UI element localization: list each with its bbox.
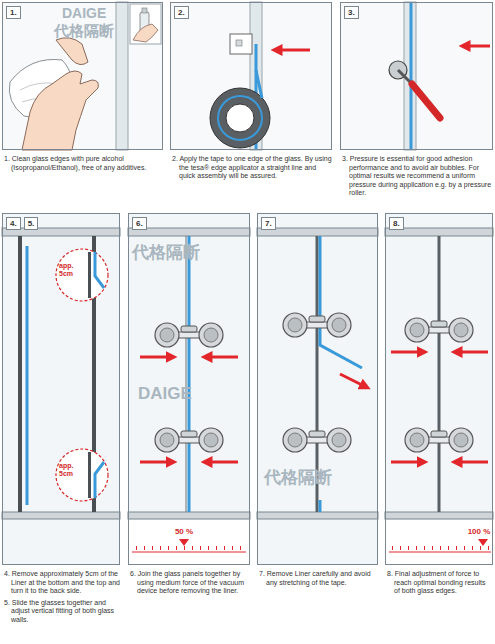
step-caption: 5. Slide the glasses together and adjust… <box>4 599 122 625</box>
step-caption-block: 8. Final adjustment of force to reach op… <box>387 570 493 599</box>
step-caption: 3. Pressure is essential for good adhesi… <box>342 155 493 198</box>
step-panel: 7.7. Remove Liner carefully and avoid an… <box>257 213 378 565</box>
dimension-label: app. 5cm <box>59 462 85 478</box>
step-caption-block: 6. Join the glass panels together by usi… <box>130 570 252 599</box>
step-caption-block: 7. Remove Liner carefully and avoid any … <box>259 570 380 590</box>
step-caption: 8. Final adjustment of force to reach op… <box>387 570 493 596</box>
step-caption-block: 1. Clean glass edges with pure alcohol (… <box>4 155 162 175</box>
step-panel: 8.8. Final adjustment of force to reach … <box>385 213 493 565</box>
step-caption-block: 4. Remove approximately 5cm of the Liner… <box>4 570 122 627</box>
step-caption: 6. Join the glass panels together by usi… <box>130 570 252 596</box>
step-caption: 1. Clean glass edges with pure alcohol (… <box>4 155 162 172</box>
step-number: 7. <box>261 217 276 230</box>
step-number: 8. <box>389 217 404 230</box>
step-caption: 4. Remove approximately 5cm of the Liner… <box>4 570 122 596</box>
step-number: 4. <box>6 217 21 230</box>
step-caption-block: 2. Apply the tape to one edge of the gla… <box>172 155 332 184</box>
step-panel: 2.2. Apply the tape to one edge of the g… <box>170 2 332 150</box>
watermark: DAIGE <box>62 5 122 21</box>
force-percentage: 50 % <box>168 527 200 536</box>
dimension-label: app. 5cm <box>59 262 85 278</box>
step-caption: 2. Apply the tape to one edge of the gla… <box>172 155 332 181</box>
watermark: 代格隔断 <box>264 468 344 488</box>
step-number: 2. <box>174 6 189 19</box>
watermark: DAIGE <box>138 384 202 404</box>
step-number: 5. <box>24 217 39 230</box>
watermark: 代格隔断 <box>54 22 124 39</box>
step-number: 1. <box>6 6 21 19</box>
step-caption-block: 3. Pressure is essential for good adhesi… <box>342 155 493 201</box>
step-number: 6. <box>132 217 147 230</box>
step-panel: 3.3. Pressure is essential for good adhe… <box>340 2 493 150</box>
step-number: 3. <box>344 6 359 19</box>
watermark: 代格隔断 <box>132 243 212 263</box>
force-percentage: 100 % <box>464 527 494 536</box>
step-caption: 7. Remove Liner carefully and avoid any … <box>259 570 380 587</box>
